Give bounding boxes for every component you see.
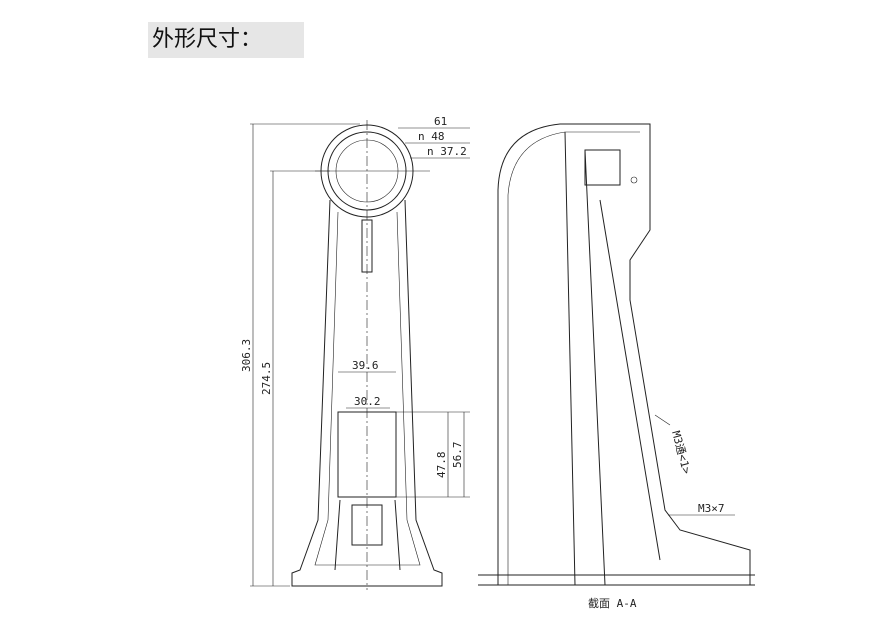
dim-outer-dia: 61 bbox=[434, 115, 447, 128]
page-heading: 外形尺寸： bbox=[148, 22, 304, 58]
section-view: M3通<1> M3×7 截面 A-A bbox=[478, 123, 755, 610]
dim-total-height: 306.3 bbox=[240, 339, 253, 372]
thread-label-1: M3通<1> bbox=[669, 429, 693, 475]
dim-height-inner: 47.8 bbox=[435, 452, 448, 479]
dim-height-2: 274.5 bbox=[260, 362, 273, 395]
dim-inner-dia-2: n 37.2 bbox=[427, 145, 467, 158]
dim-width-outer: 39.6 bbox=[352, 359, 379, 372]
dim-inner-dia-1: n 48 bbox=[418, 130, 445, 143]
front-view: 61 n 48 n 37.2 39.6 30.2 306.3 274.5 47.… bbox=[240, 115, 470, 590]
section-caption: 截面 A-A bbox=[588, 596, 637, 610]
dim-width-inner: 30.2 bbox=[354, 395, 381, 408]
thread-label-2: M3×7 bbox=[698, 502, 725, 515]
dim-height-outer: 56.7 bbox=[451, 442, 464, 469]
